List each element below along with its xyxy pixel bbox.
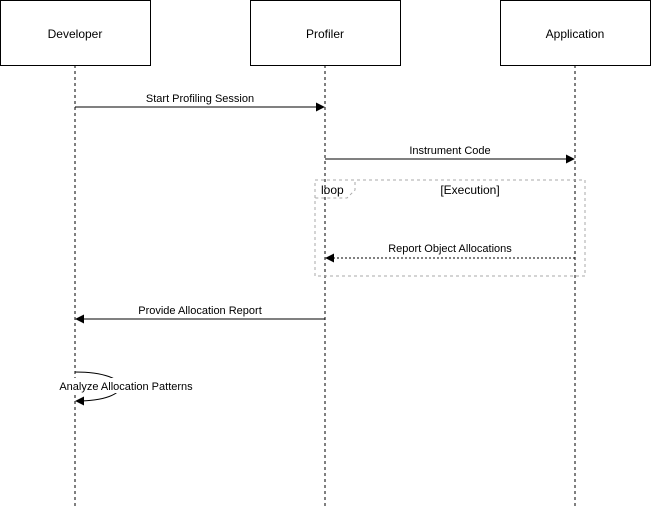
message-label: Instrument Code bbox=[409, 145, 490, 157]
participant-profiler-label: Profiler bbox=[306, 27, 344, 41]
participant-developer[interactable]: Developer bbox=[0, 0, 151, 66]
loop-frame-border bbox=[314, 179, 586, 277]
message-analyze-patterns[interactable]: Analyze Allocation Patterns bbox=[59, 371, 193, 406]
loop-frame-tag bbox=[315, 179, 356, 199]
loop-frame: loop [Execution] bbox=[314, 179, 586, 277]
participant-application-label: Application bbox=[546, 27, 605, 41]
loop-operator-label: loop bbox=[321, 183, 344, 197]
message-label: Analyze Allocation Patterns bbox=[59, 381, 193, 393]
message-label: Provide Allocation Report bbox=[138, 305, 262, 317]
message-provide-report[interactable]: Provide Allocation Report bbox=[75, 305, 325, 324]
message-label: Report Object Allocations bbox=[388, 243, 512, 255]
participant-application[interactable]: Application bbox=[500, 0, 651, 66]
participant-developer-label: Developer bbox=[48, 27, 103, 41]
message-instrument-code[interactable]: Instrument Code bbox=[325, 145, 575, 164]
message-report-allocations[interactable]: Report Object Allocations bbox=[325, 243, 575, 263]
self-message-label-bg bbox=[59, 378, 193, 393]
message-start-profiling[interactable]: Start Profiling Session bbox=[75, 93, 325, 112]
participant-profiler[interactable]: Profiler bbox=[250, 0, 401, 66]
message-label: Start Profiling Session bbox=[146, 93, 254, 105]
loop-condition-label: [Execution] bbox=[440, 183, 499, 197]
